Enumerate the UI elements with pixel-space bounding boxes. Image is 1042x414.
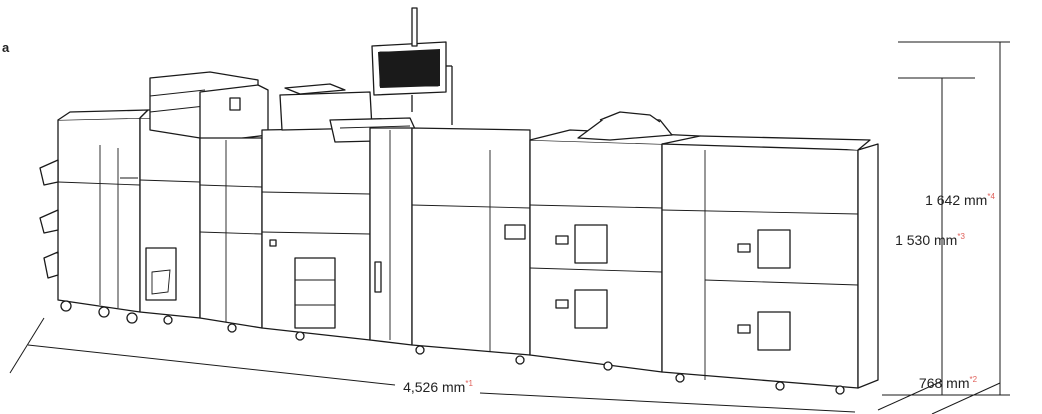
connector-unit (199, 137, 263, 329)
corner-label: a (2, 40, 10, 55)
printer-system (39, 7, 879, 395)
finisher-unit (39, 109, 149, 313)
paper-tray-unit-1 (529, 111, 701, 373)
dimension-lines (9, 41, 1010, 414)
paper-feed-unit (411, 127, 531, 356)
casters (60, 300, 845, 395)
height-body-label: 1 530 mm*3 (895, 232, 965, 248)
length-label: 4,526 mm*1 (403, 379, 473, 395)
center-column (369, 127, 413, 346)
inserter-unit (139, 109, 206, 319)
top-tray-unit (149, 71, 269, 143)
depth-label: 768 mm*2 (919, 375, 978, 391)
paper-tray-unit-2 (661, 135, 879, 389)
height-total-label: 1 642 mm*4 (925, 192, 995, 208)
